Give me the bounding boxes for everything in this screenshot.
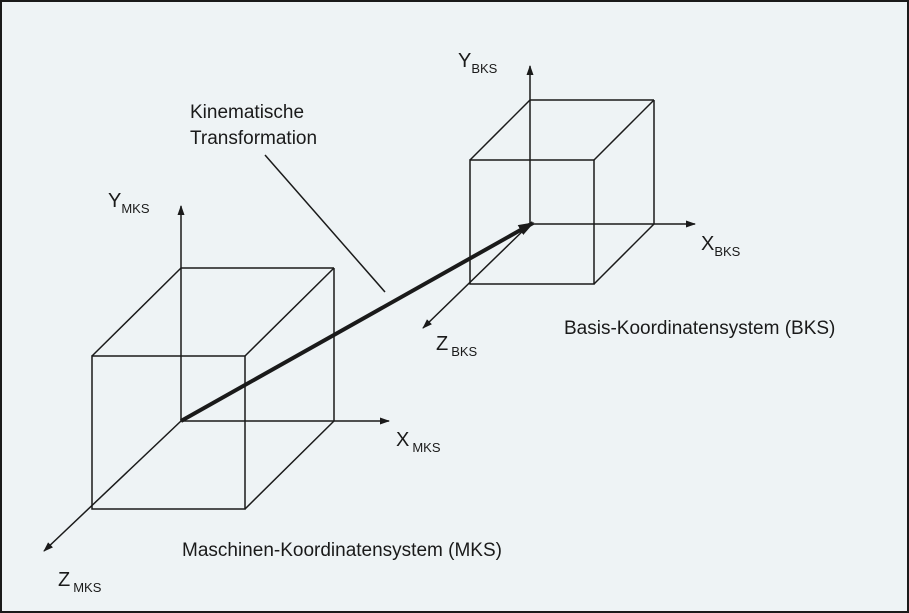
mks-axes [43, 205, 390, 552]
bks-caption: Basis-Koordinatensystem (BKS) [564, 318, 835, 339]
bks-y-label: YBKS [458, 50, 498, 76]
transformation-label-line2: Transformation [190, 128, 317, 149]
bks-cube [469, 99, 655, 285]
transformation-label-line1: Kinematische [190, 102, 304, 123]
mks-y-label: YMKS [108, 190, 150, 216]
mks-caption: Maschinen-Koordinatensystem (MKS) [182, 540, 502, 561]
mks-z-axis-arrow [43, 420, 182, 552]
transformation-arrow [180, 221, 535, 423]
bks-z-axis-arrow [422, 223, 531, 329]
bks-x-label: XBKS [701, 233, 741, 259]
mks-cube [91, 267, 335, 510]
transformation-leader-line [264, 154, 386, 293]
bks-axes [422, 65, 696, 329]
